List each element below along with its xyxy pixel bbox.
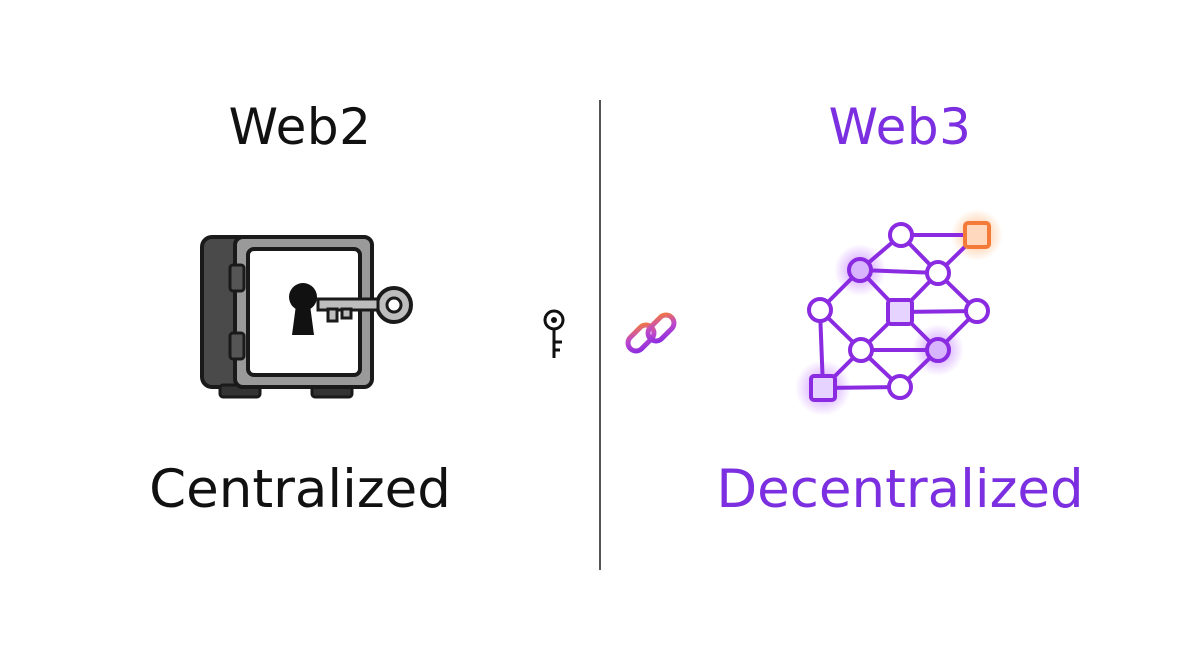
- divider: [599, 100, 601, 570]
- key-icon: [543, 309, 565, 358]
- web2-caption: Centralized: [149, 459, 451, 520]
- chain-link-icon: [625, 312, 677, 354]
- safe-with-key-icon: [200, 235, 413, 399]
- web3-title: Web3: [828, 98, 972, 156]
- web3-caption: Decentralized: [716, 459, 1084, 520]
- blockchain-network-icon: [795, 209, 1003, 415]
- web2-title: Web2: [228, 98, 372, 156]
